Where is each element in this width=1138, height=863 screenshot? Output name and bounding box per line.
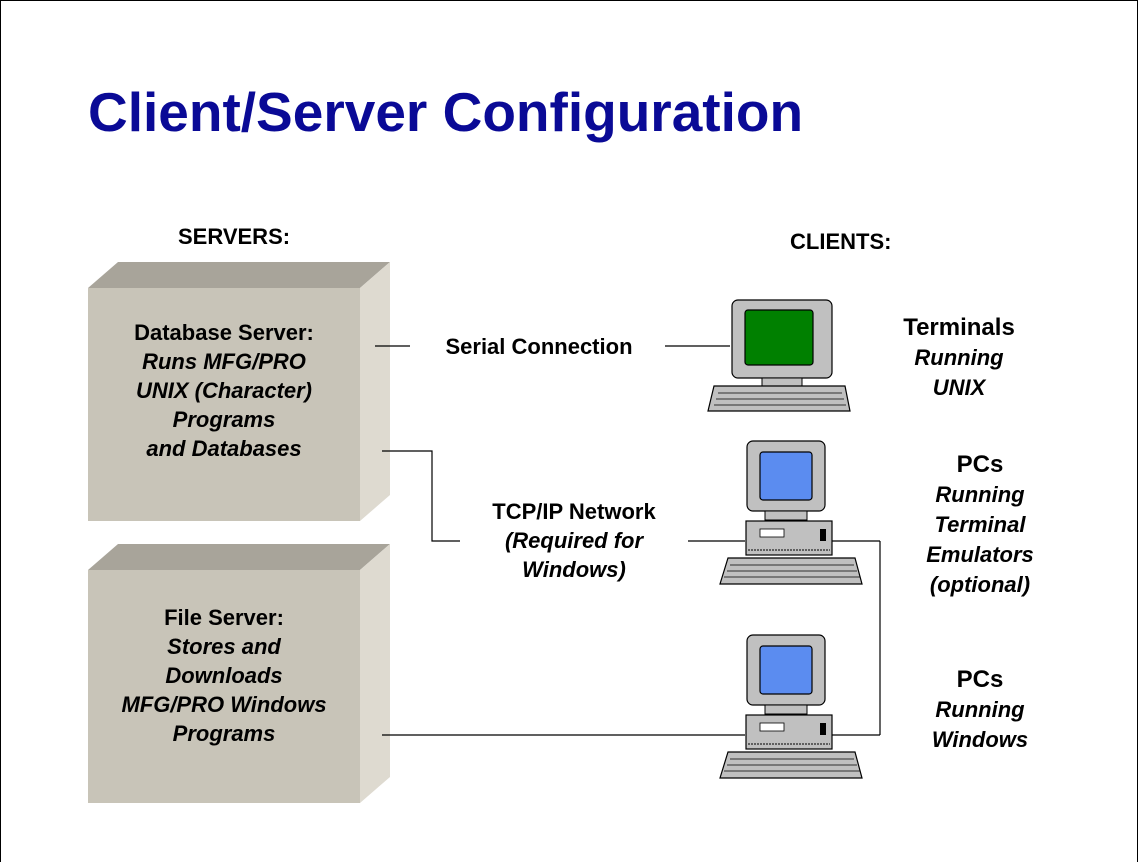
pcs-windows-line: Running (935, 697, 1025, 722)
file-server-line: MFG/PRO Windows (121, 692, 327, 717)
tcpip-network-text: TCP/IP Network (492, 499, 656, 524)
pcs-emulators-line: Terminal (934, 512, 1026, 537)
serial-connection-label: Serial Connection (414, 332, 664, 361)
database-server-box (88, 262, 390, 521)
pcs-windows-line: Windows (931, 727, 1029, 752)
pcs-emulators-label: PCs Running Terminal Emulators (optional… (900, 450, 1060, 600)
file-server-label: File Server: Stores and Downloads MFG/PR… (94, 603, 354, 748)
file-server-box (88, 544, 390, 803)
pcs-emulators-line: (optional) (929, 572, 1031, 597)
database-server-line: and Databases (146, 436, 302, 461)
pcs-windows-label: PCs Running Windows (900, 665, 1060, 755)
servers-header: SERVERS: (178, 224, 291, 249)
clients-header: CLIENTS: (790, 229, 892, 254)
database-server-label: Database Server: Runs MFG/PRO UNIX (Char… (94, 318, 354, 463)
terminals-line: UNIX (932, 375, 986, 400)
pcs-emulators-line: Emulators (926, 542, 1034, 567)
tcpip-note-line: (Required for (504, 528, 644, 553)
pcs-emulators-name: PCs (956, 451, 1004, 478)
connection-lines (375, 345, 881, 736)
pcs-emulators-line: Running (935, 482, 1025, 507)
pcs-windows-name: PCs (956, 666, 1004, 693)
page-title: Client/Server Configuration (88, 81, 804, 143)
tcpip-note-line: Windows) (522, 557, 626, 582)
pc-icon (719, 440, 863, 585)
pc-icon (719, 634, 863, 779)
database-server-line: Runs MFG/PRO (142, 349, 306, 374)
serial-connection-text: Serial Connection (445, 334, 633, 359)
database-server-line: UNIX (Character) (135, 378, 313, 403)
terminals-name: Terminals (903, 314, 1015, 341)
file-server-name: File Server: (164, 605, 284, 630)
database-server-line: Programs (172, 407, 276, 432)
database-server-name: Database Server: (134, 320, 314, 345)
file-server-line: Programs (172, 721, 276, 746)
terminals-label: Terminals Running UNIX (880, 313, 1038, 403)
file-server-line: Stores and (167, 634, 281, 659)
tcpip-network-label: TCP/IP Network (Required for Windows) (456, 497, 692, 584)
file-server-line: Downloads (165, 663, 283, 688)
terminals-line: Running (914, 345, 1004, 370)
terminal-icon (707, 299, 851, 412)
